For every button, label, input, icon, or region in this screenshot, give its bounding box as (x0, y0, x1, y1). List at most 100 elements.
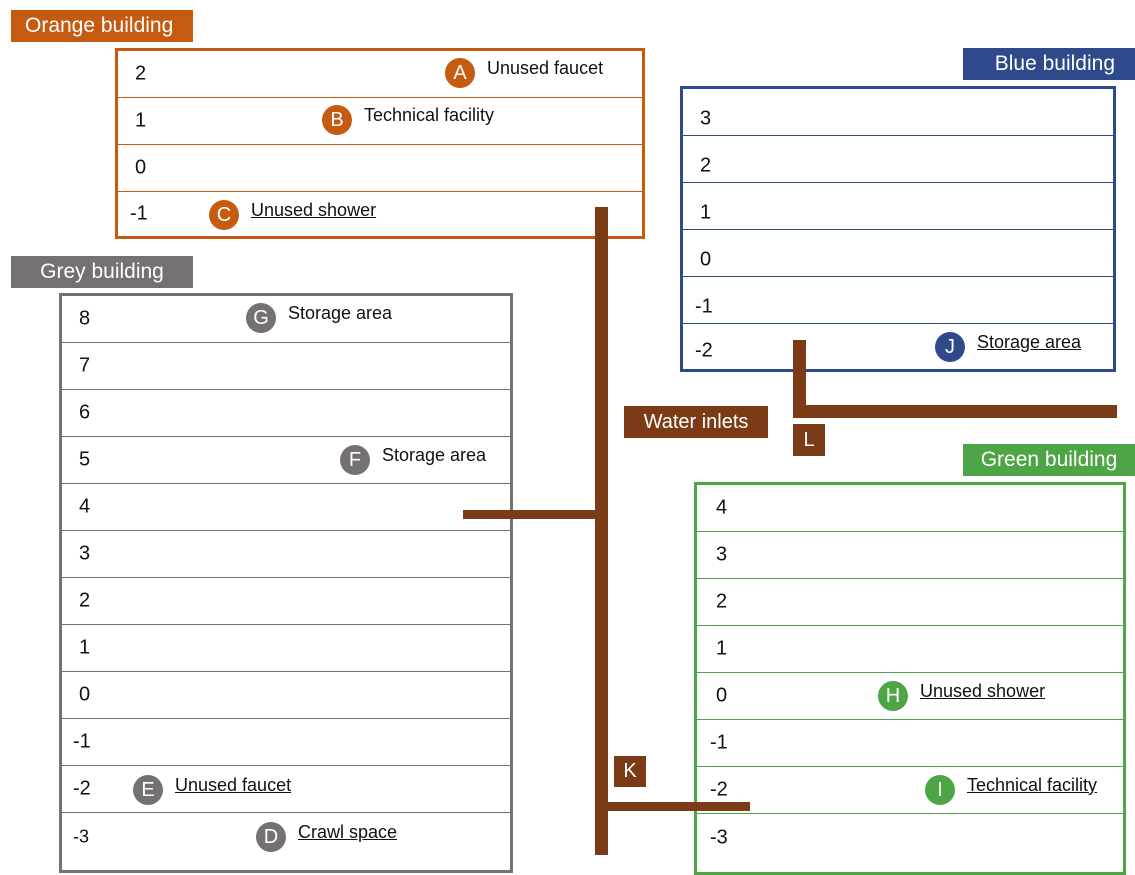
marker-f: F Storage area (340, 445, 486, 475)
floor-label: 7 (79, 354, 91, 377)
floor-label: -3 (73, 826, 90, 846)
green-branch-pipe (600, 802, 750, 811)
floor-label: -1 (695, 295, 713, 318)
floor-label: 3 (79, 542, 91, 565)
floor-label: -1 (130, 202, 148, 225)
blue-inlet-pipe-vertical (793, 340, 806, 418)
marker-j-text: Storage area (977, 331, 1082, 352)
floor-row: 0 (683, 230, 1113, 277)
floor-label: 1 (79, 636, 91, 659)
floor-label: 8 (79, 307, 91, 330)
floor-row: 2 (118, 51, 642, 98)
marker-g-circle: G (246, 303, 276, 333)
floor-label: -2 (73, 777, 91, 800)
floor-label: -1 (710, 731, 728, 754)
floor-row: 3 (697, 532, 1126, 579)
marker-e: E Unused faucet (133, 775, 291, 805)
floor-row: 2 (62, 578, 510, 625)
marker-a-text: Unused faucet (487, 57, 604, 78)
floor-row: 0 (697, 673, 1126, 720)
floor-label: 3 (700, 107, 712, 130)
marker-f-circle: F (340, 445, 370, 475)
floor-row: -3 (697, 814, 1123, 861)
floor-label: -2 (710, 778, 728, 801)
floor-label: 5 (79, 448, 91, 471)
marker-b-circle: B (322, 105, 352, 135)
floor-row: 3 (683, 89, 1113, 136)
blue-building: 3 2 1 0 -1 -2 (680, 86, 1116, 372)
inlet-k-label: K (614, 756, 646, 787)
marker-e-text: Unused faucet (175, 774, 292, 795)
floor-row: 4 (697, 485, 1126, 532)
floor-label: 1 (716, 637, 728, 660)
floor-row: 1 (683, 183, 1113, 230)
floor-row: 2 (683, 136, 1113, 183)
floor-label: 2 (716, 590, 728, 613)
marker-d-circle: D (256, 822, 286, 852)
floor-row: 1 (62, 625, 510, 672)
green-building-title: Green building (963, 444, 1135, 476)
floor-row: -1 (118, 192, 642, 236)
floor-row: 1 (118, 98, 642, 145)
marker-g: G Storage area (246, 303, 392, 333)
marker-e-circle: E (133, 775, 163, 805)
floor-label: 2 (135, 62, 147, 85)
marker-d-text: Crawl space (298, 821, 398, 842)
marker-d: D Crawl space (256, 822, 397, 852)
floor-label: 6 (79, 401, 91, 424)
floor-label: 4 (716, 496, 728, 519)
orange-building: 2 1 0 -1 (115, 48, 645, 239)
water-inlets-label: Water inlets (624, 406, 768, 438)
floor-row: 1 (697, 626, 1126, 673)
floor-row: -1 (62, 719, 510, 766)
marker-a: A Unused faucet (445, 58, 603, 88)
floor-label: 1 (700, 201, 712, 224)
floor-row: -1 (683, 277, 1113, 324)
marker-i: I Technical facility (925, 775, 1097, 805)
floor-label: 2 (700, 154, 712, 177)
floor-row: 0 (62, 672, 510, 719)
marker-c: C Unused shower (209, 200, 376, 230)
floor-row: 6 (62, 390, 510, 437)
floor-label: 3 (716, 543, 728, 566)
floor-row: 5 (62, 437, 510, 484)
floor-row: -2 (697, 767, 1126, 814)
floor-row: 4 (62, 484, 510, 531)
floor-label: 0 (79, 683, 91, 706)
floor-label: 2 (79, 589, 91, 612)
floor-row: 2 (697, 579, 1126, 626)
floor-label: 4 (79, 495, 91, 518)
grey-building-title: Grey building (11, 256, 193, 288)
inlet-l-label: L (793, 424, 825, 456)
marker-h-circle: H (878, 681, 908, 711)
floor-row: 8 (62, 296, 510, 343)
floor-row: -2 (683, 324, 1113, 369)
floor-label: -2 (695, 339, 713, 362)
floor-label: -3 (710, 826, 728, 848)
marker-i-circle: I (925, 775, 955, 805)
blue-building-title: Blue building (963, 48, 1135, 80)
floor-row: 7 (62, 343, 510, 390)
marker-f-text: Storage area (382, 444, 487, 465)
floor-label: 0 (135, 156, 147, 179)
marker-a-circle: A (445, 58, 475, 88)
marker-j-circle: J (935, 332, 965, 362)
floor-label: -1 (73, 730, 91, 753)
floor-row: 0 (118, 145, 642, 192)
marker-i-text: Technical facility (967, 774, 1098, 795)
floor-label: 0 (700, 248, 712, 271)
marker-j: J Storage area (935, 332, 1081, 362)
grey-branch-pipe (463, 510, 603, 519)
marker-b-text: Technical facility (364, 104, 495, 125)
marker-h: H Unused shower (878, 681, 1045, 711)
floor-label: 0 (716, 684, 728, 707)
blue-inlet-pipe-horizontal (793, 405, 1117, 418)
green-building: 4 3 2 1 0 -1 -2 -3 (694, 482, 1126, 875)
marker-c-text: Unused shower (251, 199, 377, 220)
floor-row: -3 (62, 813, 510, 860)
orange-building-title: Orange building (11, 10, 193, 42)
floor-label: 1 (135, 109, 147, 132)
main-water-pipe (595, 207, 608, 855)
marker-g-text: Storage area (288, 302, 393, 323)
floor-row: -1 (697, 720, 1126, 767)
